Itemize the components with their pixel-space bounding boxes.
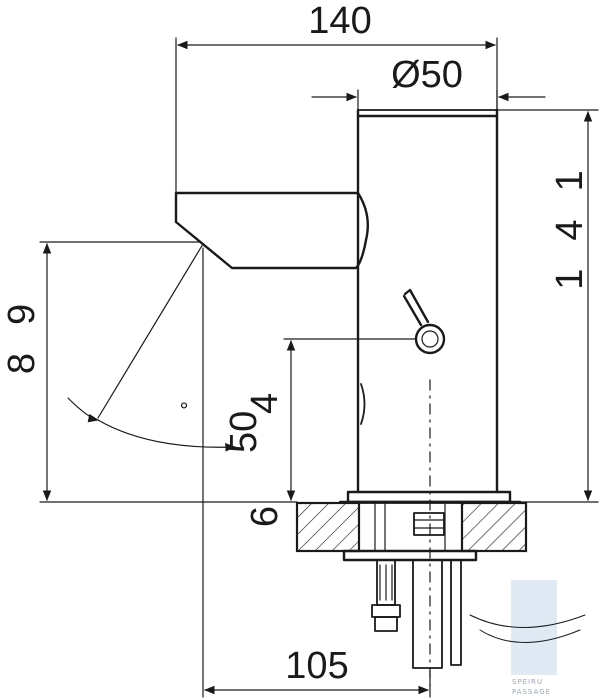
faucet-body: [174, 108, 522, 691]
angle-degree-symbol: °: [180, 398, 189, 423]
dim-base-offset: 105: [285, 645, 348, 687]
dim-body-diameter: Ø50: [391, 54, 463, 96]
watermark-logo: SPEIRU PASSAGE: [469, 580, 586, 696]
dimension-lines: [39, 37, 599, 698]
dim-sensor-height: 64: [244, 301, 286, 527]
dim-body-height: 141: [549, 142, 591, 289]
dim-overall-width: 140: [308, 0, 371, 42]
dim-total-height: 89: [1, 276, 43, 374]
dim-spout-angle: 50: [223, 411, 265, 453]
watermark-line2: PASSAGE: [512, 688, 551, 696]
mounting-section: [295, 501, 528, 669]
watermark-line1: SPEIRU: [512, 678, 543, 686]
